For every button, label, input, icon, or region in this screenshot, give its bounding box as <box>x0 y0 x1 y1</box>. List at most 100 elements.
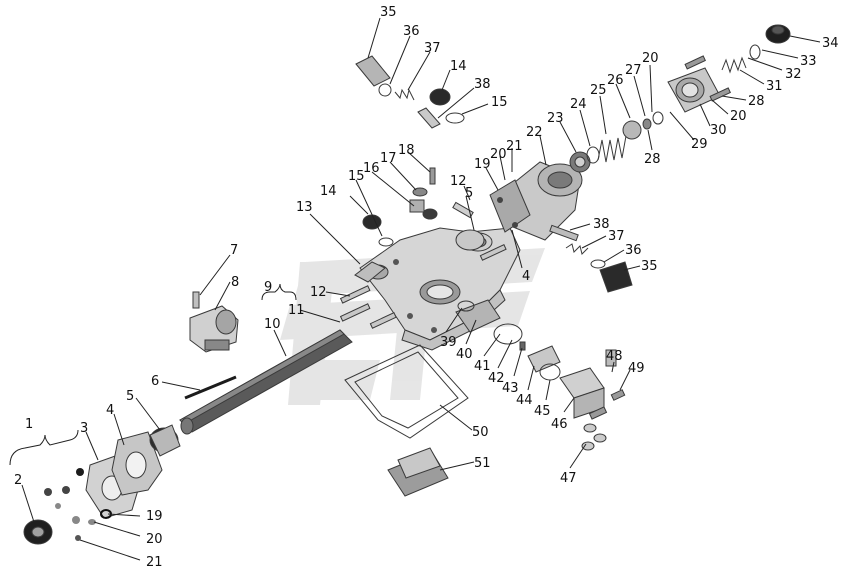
svg-text:11: 11 <box>288 303 305 318</box>
callout-layer: 1 2 3 4 5 6 7 8 <box>9 5 839 570</box>
cover-51 <box>387 447 449 497</box>
gasket-50 <box>344 344 469 439</box>
middle-small-parts <box>362 167 485 251</box>
svg-text:36: 36 <box>403 24 420 39</box>
callout-48: 48 <box>606 349 623 373</box>
valve-body-22 <box>489 161 583 241</box>
svg-text:28: 28 <box>644 152 661 167</box>
svg-text:23: 23 <box>547 111 564 126</box>
callout-15-mid: 15 <box>348 169 383 237</box>
svg-text:20: 20 <box>730 109 747 124</box>
svg-text:12: 12 <box>310 285 327 300</box>
callout-36-top: 36 <box>389 24 420 85</box>
callout-37-top: 37 <box>407 41 441 91</box>
callout-19-right: 19 <box>474 157 499 191</box>
callout-30: 30 <box>699 103 727 138</box>
svg-text:14: 14 <box>320 184 337 199</box>
svg-text:15: 15 <box>491 95 508 110</box>
svg-text:21: 21 <box>146 555 163 570</box>
callout-35-top: 35 <box>367 5 397 59</box>
callout-12-left: 12 <box>310 285 351 300</box>
callout-21-left: 21 <box>79 539 163 570</box>
svg-text:48: 48 <box>606 349 623 364</box>
callout-44: 44 <box>516 365 535 408</box>
svg-text:25: 25 <box>590 83 607 98</box>
svg-text:7: 7 <box>230 243 238 258</box>
callout-28-right: 28 <box>721 94 765 109</box>
svg-text:31: 31 <box>766 79 783 94</box>
callout-43: 43 <box>502 347 523 396</box>
svg-text:20: 20 <box>490 147 507 162</box>
svg-text:10: 10 <box>264 317 281 332</box>
svg-text:39: 39 <box>440 335 457 350</box>
top-cluster <box>355 55 465 129</box>
callout-31: 31 <box>739 69 783 94</box>
callout-47: 47 <box>560 443 587 486</box>
svg-text:12: 12 <box>450 174 467 189</box>
svg-text:35: 35 <box>641 259 658 274</box>
rod-6 <box>184 375 237 400</box>
callout-14-top: 14 <box>441 59 467 91</box>
callout-11: 11 <box>288 303 341 323</box>
svg-text:5: 5 <box>126 389 134 404</box>
callout-20-left: 20 <box>93 521 163 547</box>
part-7-8 <box>189 291 239 353</box>
callout-32: 32 <box>747 57 802 82</box>
callout-10: 10 <box>264 317 287 357</box>
svg-text:4: 4 <box>106 403 114 418</box>
callout-34: 34 <box>789 35 839 51</box>
svg-text:16: 16 <box>363 161 380 176</box>
svg-text:19: 19 <box>474 157 491 172</box>
callout-1: 1 <box>9 417 79 466</box>
svg-text:26: 26 <box>607 73 624 88</box>
callout-14-mid: 14 <box>320 184 369 215</box>
callout-27: 27 <box>625 63 646 117</box>
svg-text:24: 24 <box>570 97 587 112</box>
studs-12 <box>339 244 507 329</box>
svg-text:42: 42 <box>488 371 505 386</box>
callout-26: 26 <box>607 73 631 119</box>
callout-35-bottom: 35 <box>623 259 658 274</box>
callout-38-bottom: 38 <box>569 217 610 232</box>
callout-36-bottom: 36 <box>603 243 642 263</box>
svg-text:3: 3 <box>80 421 88 436</box>
svg-text:1: 1 <box>25 417 33 432</box>
callout-38-top: 38 <box>437 77 491 119</box>
svg-text:32: 32 <box>785 67 802 82</box>
callout-33: 33 <box>761 49 817 69</box>
svg-text:30: 30 <box>710 123 727 138</box>
callout-20-right-bottom: 20 <box>711 99 747 124</box>
svg-text:5: 5 <box>465 186 473 201</box>
svg-text:19: 19 <box>146 509 163 524</box>
callout-25: 25 <box>590 83 607 135</box>
callout-28-bottom: 28 <box>644 129 661 167</box>
callout-4-right: 4 <box>511 229 530 284</box>
callout-13: 13 <box>296 200 361 265</box>
svg-text:37: 37 <box>608 229 625 244</box>
svg-text:8: 8 <box>231 275 239 290</box>
block-46 <box>559 349 626 451</box>
callout-42: 42 <box>488 339 513 386</box>
callout-8: 8 <box>214 275 239 311</box>
callout-7: 7 <box>199 243 238 296</box>
callout-46: 46 <box>551 397 575 432</box>
callout-15-top: 15 <box>461 95 508 115</box>
spring-assembly-right <box>569 24 791 173</box>
svg-text:50: 50 <box>472 425 489 440</box>
left-assembly <box>23 424 181 545</box>
svg-text:18: 18 <box>398 143 415 158</box>
svg-text:28: 28 <box>748 94 765 109</box>
svg-text:6: 6 <box>151 374 159 389</box>
svg-text:35: 35 <box>380 5 397 20</box>
svg-text:38: 38 <box>593 217 610 232</box>
callout-17: 17 <box>380 151 417 191</box>
callout-3: 3 <box>80 421 99 461</box>
svg-text:2: 2 <box>14 473 22 488</box>
callout-12-top: 12 <box>450 174 471 201</box>
callout-22: 22 <box>526 125 547 166</box>
svg-text:51: 51 <box>474 456 491 471</box>
callout-5-right: 5 <box>465 186 475 231</box>
callout-2: 2 <box>14 473 35 523</box>
callout-9: 9 <box>261 280 297 301</box>
